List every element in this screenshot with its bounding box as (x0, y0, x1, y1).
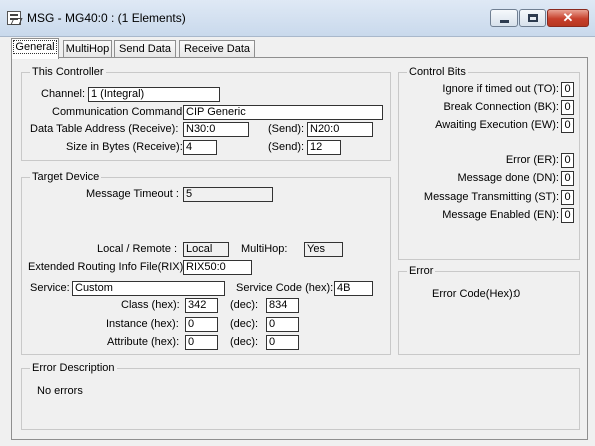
service-field[interactable]: Custom (72, 281, 225, 296)
service-code-field[interactable]: 4B (334, 281, 373, 296)
local-remote-field[interactable]: Local (183, 242, 229, 257)
target-device-title: Target Device (30, 171, 102, 183)
en-bit-field[interactable]: 0 (561, 208, 574, 223)
dta-send-label: (Send): (268, 123, 305, 135)
instance-dec-field[interactable]: 0 (266, 317, 299, 332)
maximize-button[interactable] (519, 9, 546, 27)
instance-label: Instance (hex): (106, 318, 179, 330)
channel-label: Channel: (41, 88, 86, 100)
channel-field[interactable]: 1 (Integral) (88, 87, 220, 102)
to-bit-field[interactable]: 0 (561, 82, 574, 97)
error-description-title: Error Description (30, 362, 117, 374)
attribute-dec-field[interactable]: 0 (266, 335, 299, 350)
minimize-icon (500, 20, 509, 23)
service-code-label: Service Code (hex): (236, 282, 334, 294)
tab-receive-data[interactable]: Receive Data (179, 40, 255, 58)
tab-multihop[interactable]: MultiHop (63, 40, 112, 58)
multihop-label: MultiHop: (241, 243, 288, 255)
close-button[interactable]: ✕ (547, 9, 589, 27)
ew-label: Awaiting Execution (EW): (435, 119, 559, 131)
app-icon (7, 11, 21, 25)
error-title: Error (407, 265, 436, 277)
attribute-dec-label: (dec): (230, 336, 259, 348)
multihop-field[interactable]: Yes (304, 242, 343, 257)
instance-hex-field[interactable]: 0 (185, 317, 218, 332)
this-controller-title: This Controller (30, 66, 106, 78)
class-hex-field[interactable]: 342 (185, 298, 218, 313)
message-timeout-label: Message Timeout : (86, 188, 179, 200)
class-label: Class (hex): (121, 299, 180, 311)
tab-send-data[interactable]: Send Data (114, 40, 176, 58)
rix-label: Extended Routing Info File(RIX): (28, 261, 187, 273)
message-timeout-field[interactable]: 5 (183, 187, 273, 202)
attribute-hex-field[interactable]: 0 (185, 335, 218, 350)
attribute-label: Attribute (hex): (107, 336, 180, 348)
dn-bit-field[interactable]: 0 (561, 171, 574, 186)
size-send-field[interactable]: 12 (307, 140, 341, 155)
comm-command-label: Communication Command: (52, 106, 186, 118)
control-bits-title: Control Bits (407, 66, 468, 78)
error-description-group: Error Description (21, 362, 580, 430)
size-receive-field[interactable]: 4 (183, 140, 217, 155)
tab-general[interactable]: General (11, 38, 59, 59)
er-label: Error (ER): (505, 154, 559, 166)
local-remote-label: Local / Remote : (97, 243, 178, 255)
size-receive-label: Size in Bytes (Receive): (66, 141, 183, 153)
to-label: Ignore if timed out (TO): (442, 83, 559, 95)
minimize-button[interactable] (490, 9, 518, 27)
control-bits-group: Control Bits (398, 66, 580, 260)
er-bit-field[interactable]: 0 (561, 153, 574, 168)
bk-bit-field[interactable]: 0 (561, 100, 574, 115)
error-group: Error (398, 265, 580, 355)
en-label: Message Enabled (EN): (442, 209, 559, 221)
this-controller-group: This Controller (21, 66, 391, 161)
instance-dec-label: (dec): (230, 318, 259, 330)
target-device-group: Target Device (21, 171, 391, 355)
close-icon: ✕ (562, 10, 574, 25)
error-code-label: Error Code(Hex): (432, 288, 516, 300)
dta-send-field[interactable]: N20:0 (307, 122, 373, 137)
comm-command-field[interactable]: CIP Generic (183, 105, 383, 120)
dta-receive-field[interactable]: N30:0 (183, 122, 249, 137)
size-send-label: (Send): (268, 141, 305, 153)
dta-receive-label: Data Table Address (Receive): (30, 123, 179, 135)
ew-bit-field[interactable]: 0 (561, 118, 574, 133)
window-title: MSG - MG40:0 : (1 Elements) (27, 11, 186, 25)
error-description-text: No errors (37, 385, 83, 397)
class-dec-label: (dec): (230, 299, 259, 311)
maximize-icon (528, 14, 538, 22)
st-bit-field[interactable]: 0 (561, 190, 574, 205)
title-bar[interactable]: MSG - MG40:0 : (1 Elements) ✕ (0, 0, 595, 37)
service-label: Service: (30, 282, 70, 294)
bk-label: Break Connection (BK): (443, 101, 559, 113)
rix-field[interactable]: RIX50:0 (183, 260, 252, 275)
st-label: Message Transmitting (ST): (423, 191, 559, 203)
dn-label: Message done (DN): (457, 172, 560, 184)
general-tab-panel (11, 57, 588, 440)
class-dec-field[interactable]: 834 (266, 298, 299, 313)
error-code-value: 0 (514, 288, 521, 300)
